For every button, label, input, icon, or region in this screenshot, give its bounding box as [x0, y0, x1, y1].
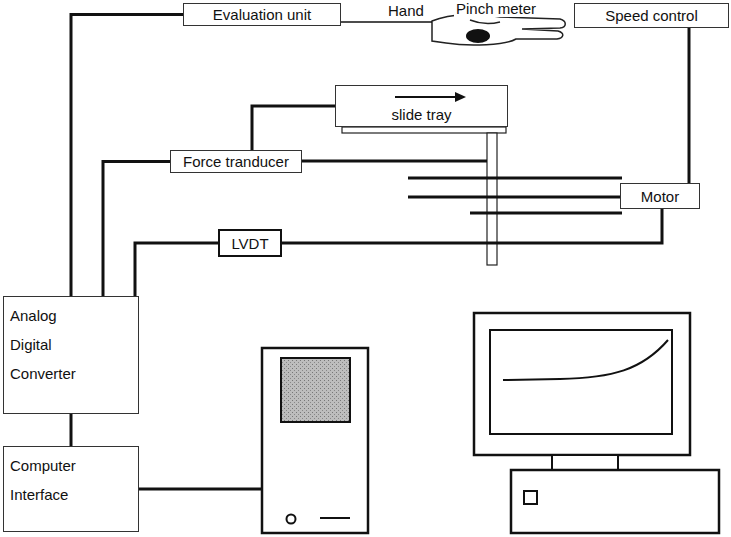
direction-arrow — [395, 92, 466, 102]
box-label: LVDT — [231, 235, 268, 252]
pinch-meter — [466, 29, 490, 43]
box-label: slide tray — [391, 106, 451, 126]
connector — [689, 28, 690, 183]
connector — [71, 414, 72, 446]
connector — [282, 209, 662, 243]
drawing-stroke — [287, 515, 296, 524]
process-box: Evaluation unit — [183, 3, 341, 26]
connector-line — [71, 15, 183, 297]
tray-base — [342, 127, 506, 133]
drawing-stroke — [470, 212, 622, 215]
hand-drawing — [432, 14, 565, 45]
process-box: Computer Interface — [3, 446, 139, 532]
part-label: Pinch meter — [454, 0, 538, 17]
part-label: Hand — [386, 2, 426, 19]
drawing-stroke — [524, 491, 537, 504]
connector — [135, 243, 218, 296]
process-box: Force tranducer — [170, 150, 302, 173]
drawing-stroke — [503, 340, 668, 380]
connector-line — [282, 209, 662, 243]
drawing-stroke — [455, 92, 466, 102]
drawing-stroke — [552, 455, 618, 470]
wire — [341, 21, 432, 23]
motor-rods — [408, 178, 622, 213]
drawing-stroke — [408, 196, 622, 199]
connector-line — [70, 414, 73, 446]
drawing-stroke — [408, 177, 622, 180]
process-box: Motor — [620, 183, 700, 209]
process-box: LVDT — [218, 229, 282, 257]
drawing-stroke — [320, 517, 350, 519]
drawing-stroke — [511, 470, 719, 533]
process-box: Analog Digital Converter — [3, 296, 139, 414]
box-label: Force tranducer — [183, 153, 289, 170]
computer-tower — [262, 348, 368, 533]
drawing-stroke — [470, 20, 500, 23]
shaft — [487, 133, 497, 265]
connector — [71, 15, 183, 297]
box-label: Motor — [641, 188, 679, 205]
connector-line — [688, 28, 691, 183]
drawing-stroke — [490, 330, 672, 434]
wire — [302, 160, 487, 163]
drawing-stroke — [262, 348, 368, 533]
box-label: Analog Digital Converter — [4, 297, 98, 388]
box-label: Computer Interface — [4, 447, 98, 509]
process-box: slide tray — [335, 85, 508, 127]
wire — [139, 488, 262, 491]
connector-line — [252, 106, 335, 150]
process-box: Speed control — [574, 3, 729, 28]
box-label: Evaluation unit — [213, 6, 311, 23]
drawing-stroke — [395, 96, 458, 98]
connector — [252, 106, 335, 150]
drawing-stroke — [281, 358, 350, 422]
connector-line — [135, 243, 218, 296]
monitor — [474, 313, 719, 533]
box-label: Speed control — [605, 7, 698, 24]
drawing-stroke — [474, 313, 690, 455]
drawing-stroke — [432, 14, 565, 45]
